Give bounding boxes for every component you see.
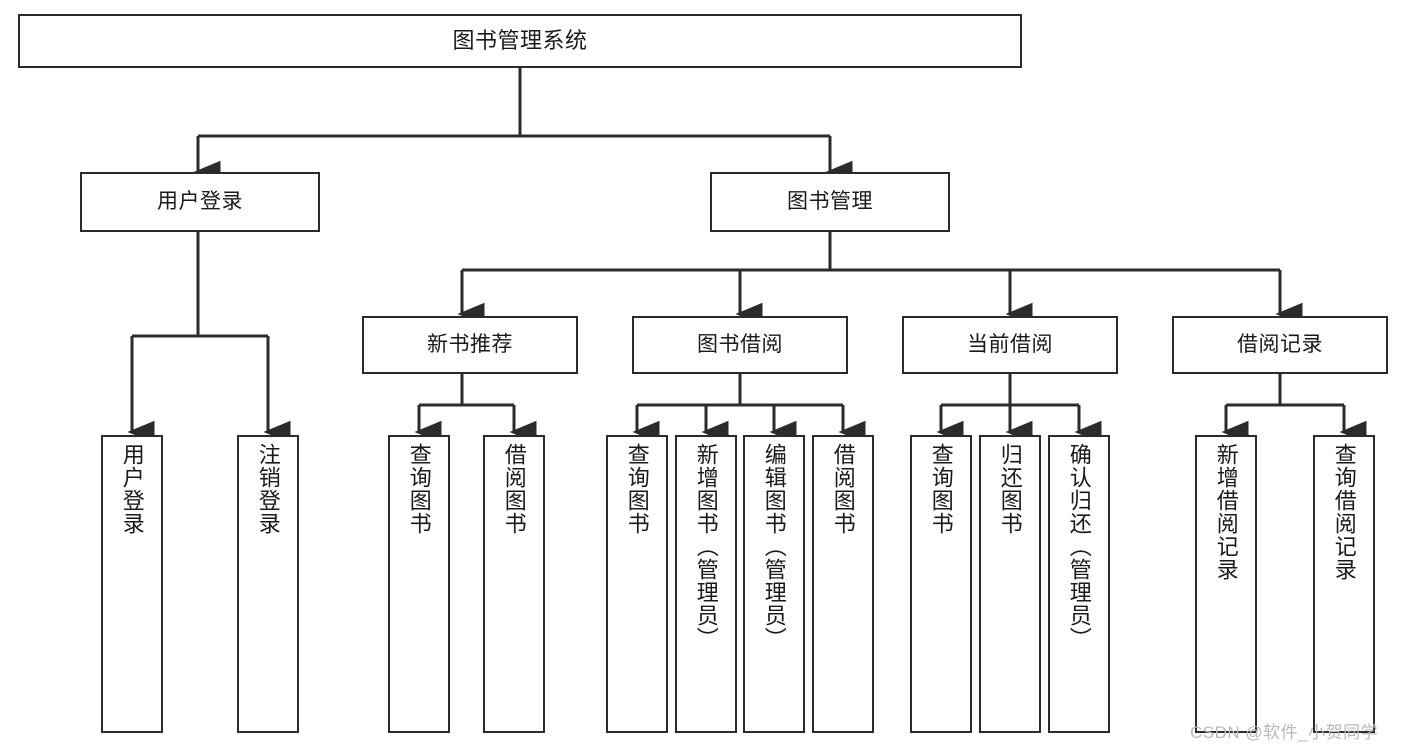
node-new-book-recommend-label: 新书推荐 (427, 333, 513, 357)
leaf-label: 查询图书 (928, 443, 954, 535)
leaf-borrow-record-0[interactable]: 新增借阅记录 (1195, 435, 1257, 733)
leaf-book-borrow-1[interactable]: 新增图书（管理员） (675, 435, 737, 733)
leaf-user-login-0[interactable]: 用户登录 (101, 435, 163, 733)
leaf-book-borrow-3[interactable]: 借阅图书 (812, 435, 874, 733)
leaf-label: 借阅图书 (501, 443, 527, 535)
leaf-book-borrow-0[interactable]: 查询图书 (606, 435, 668, 733)
leaf-label: 新增图书（管理员） (693, 443, 719, 650)
node-book-manage-label: 图书管理 (787, 190, 873, 214)
leaf-book-borrow-2[interactable]: 编辑图书（管理员） (743, 435, 805, 733)
node-user-login-label: 用户登录 (157, 190, 243, 214)
node-current-borrow-label: 当前借阅 (967, 333, 1053, 357)
node-book-borrow[interactable]: 图书借阅 (632, 316, 848, 374)
node-root[interactable]: 图书管理系统 (18, 14, 1022, 68)
leaf-user-login-1[interactable]: 注销登录 (237, 435, 299, 733)
leaf-label: 查询图书 (624, 443, 650, 535)
node-book-borrow-label: 图书借阅 (697, 333, 783, 357)
leaf-current-borrow-2[interactable]: 确认归还（管理员） (1048, 435, 1110, 733)
leaf-label: 借阅图书 (830, 443, 856, 535)
leaf-label: 确认归还（管理员） (1066, 443, 1092, 650)
node-book-manage[interactable]: 图书管理 (710, 172, 950, 232)
node-root-label: 图书管理系统 (452, 27, 588, 53)
leaf-borrow-record-1[interactable]: 查询借阅记录 (1313, 435, 1375, 733)
node-current-borrow[interactable]: 当前借阅 (902, 316, 1118, 374)
leaf-label: 新增借阅记录 (1213, 443, 1239, 581)
leaf-label: 编辑图书（管理员） (761, 443, 787, 650)
node-borrow-record-label: 借阅记录 (1237, 333, 1323, 357)
leaf-current-borrow-0[interactable]: 查询图书 (910, 435, 972, 733)
leaf-current-borrow-1[interactable]: 归还图书 (979, 435, 1041, 733)
node-new-book-recommend[interactable]: 新书推荐 (362, 316, 578, 374)
leaf-label: 归还图书 (997, 443, 1023, 535)
leaf-label: 用户登录 (119, 443, 145, 535)
leaf-label: 查询图书 (406, 443, 432, 535)
node-user-login[interactable]: 用户登录 (80, 172, 320, 232)
leaf-new-book-0[interactable]: 查询图书 (388, 435, 450, 733)
node-borrow-record[interactable]: 借阅记录 (1172, 316, 1388, 374)
csdn-watermark: CSDN @软件_小贺同学 (1190, 723, 1379, 742)
leaf-label: 注销登录 (255, 443, 281, 535)
leaf-new-book-1[interactable]: 借阅图书 (483, 435, 545, 733)
leaf-label: 查询借阅记录 (1331, 443, 1357, 581)
